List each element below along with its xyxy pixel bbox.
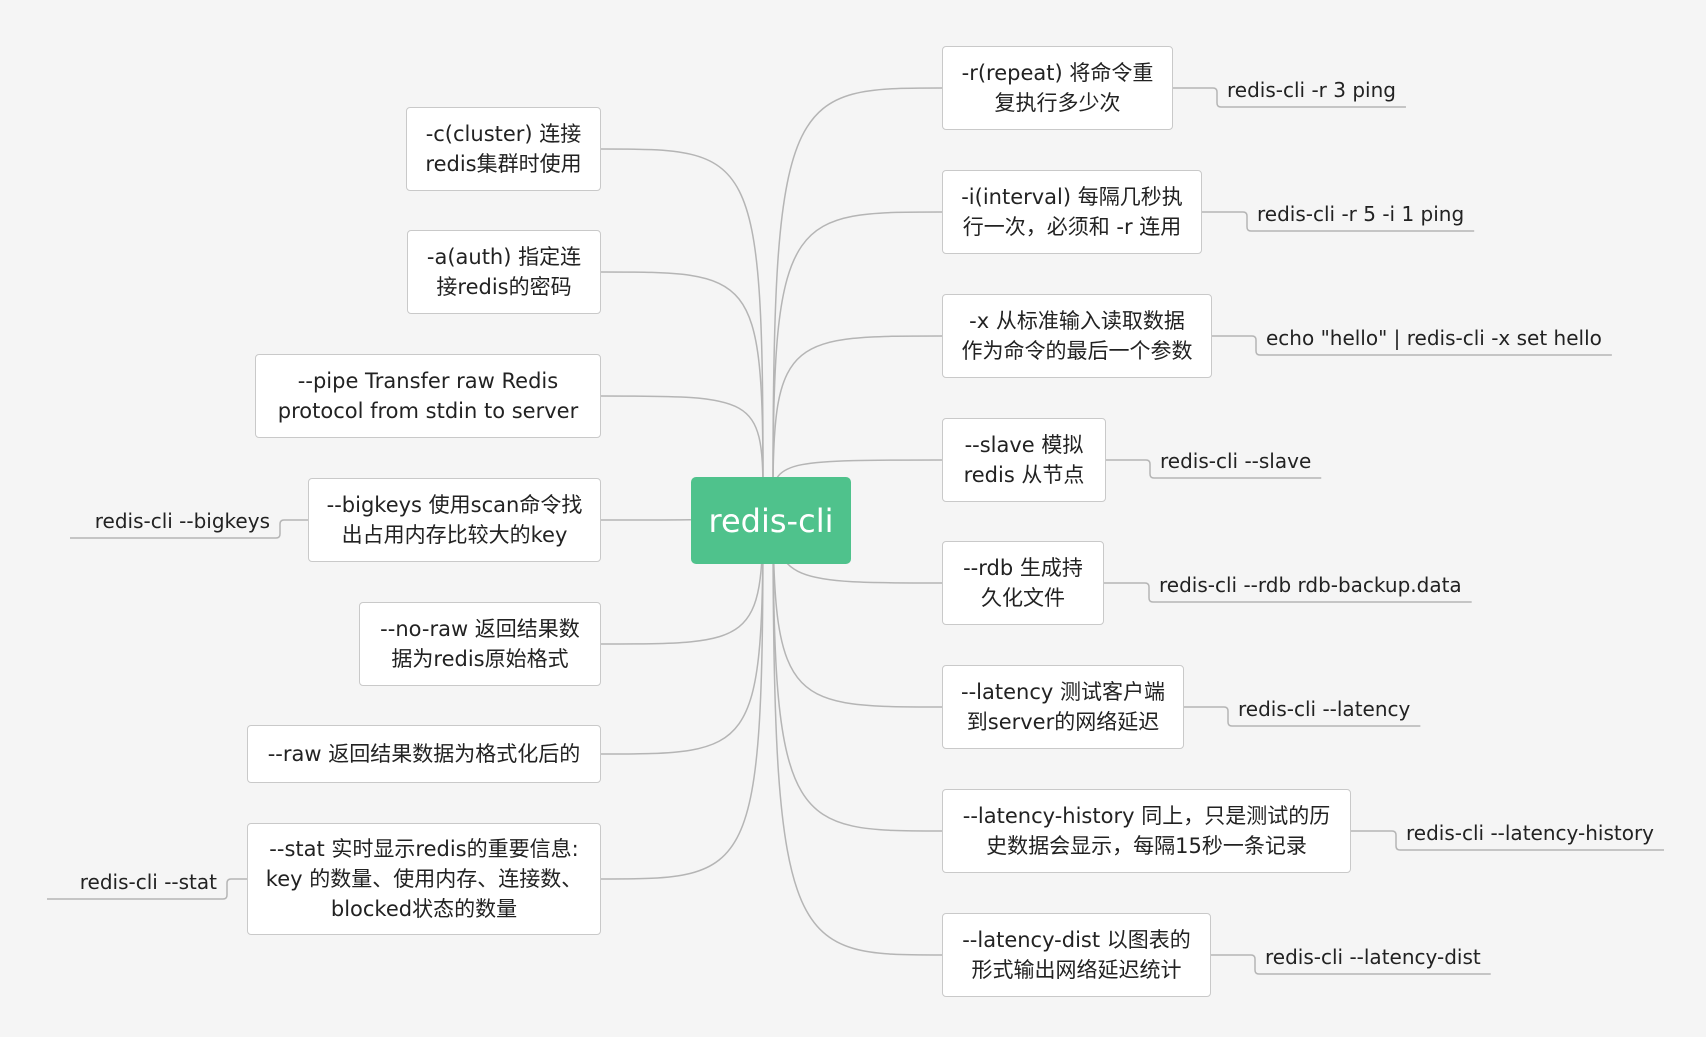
root-node-redis-cli[interactable]: redis-cli xyxy=(691,477,851,564)
example-connector xyxy=(1173,87,1406,108)
option-node-latency-dist[interactable]: --latency-dist 以图表的 形式输出网络延迟统计 xyxy=(942,913,1211,997)
example-connector xyxy=(70,519,308,539)
example-slave: redis-cli --slave xyxy=(1160,449,1312,473)
example-connector xyxy=(1106,459,1322,479)
bottom-strip xyxy=(0,1037,1706,1041)
connector-line xyxy=(600,518,764,880)
example-connector xyxy=(1351,830,1664,851)
connector-line xyxy=(600,271,764,489)
option-node-interval[interactable]: -i(interval) 每隔几秒执 行一次，必须和 -r 连用 xyxy=(942,170,1202,254)
example-connector xyxy=(1184,706,1421,727)
option-node-repeat[interactable]: -r(repeat) 将命令重 复执行多少次 xyxy=(942,46,1173,130)
option-node-x[interactable]: -x 从标准输入读取数据 作为命令的最后一个参数 xyxy=(942,294,1212,378)
example-connector xyxy=(47,878,247,900)
example-connector xyxy=(1104,582,1472,603)
example-connector xyxy=(1212,335,1612,356)
connector-line xyxy=(772,211,943,486)
option-node-rdb[interactable]: --rdb 生成持 久化文件 xyxy=(942,541,1104,625)
connector-line xyxy=(600,395,764,495)
example-connector xyxy=(1202,211,1475,232)
connector-line xyxy=(772,516,943,832)
example-interval: redis-cli -r 5 -i 1 ping xyxy=(1257,202,1465,226)
example-bigkeys: redis-cli --bigkeys xyxy=(94,509,270,533)
option-node-auth[interactable]: -a(auth) 指定连 接redis的密码 xyxy=(407,230,601,314)
example-connector xyxy=(1211,954,1491,975)
example-stat: redis-cli --stat xyxy=(79,870,217,894)
option-node-stat[interactable]: --stat 实时显示redis的重要信息: key 的数量、使用内存、连接数、… xyxy=(247,823,601,935)
connector-line xyxy=(772,522,943,956)
option-node-cluster[interactable]: -c(cluster) 连接 redis集群时使用 xyxy=(406,107,601,191)
option-node-latency[interactable]: --latency 测试客户端 到server的网络延迟 xyxy=(942,665,1184,749)
example-rdb: redis-cli --rdb rdb-backup.data xyxy=(1159,573,1462,597)
connector-line xyxy=(600,148,764,482)
example-x: echo "hello" | redis-cli -x set hello xyxy=(1266,326,1602,350)
example-latency-history: redis-cli --latency-history xyxy=(1406,821,1654,845)
example-latency-dist: redis-cli --latency-dist xyxy=(1265,945,1481,969)
option-node-pipe[interactable]: --pipe Transfer raw Redis protocol from … xyxy=(255,354,601,438)
option-node-latency-history[interactable]: --latency-history 同上，只是测试的历 史数据会显示，每隔15秒… xyxy=(942,789,1351,873)
example-repeat: redis-cli -r 3 ping xyxy=(1227,78,1396,102)
option-node-slave[interactable]: --slave 模拟 redis 从节点 xyxy=(942,418,1106,502)
example-latency: redis-cli --latency xyxy=(1238,697,1411,721)
option-node-raw[interactable]: --raw 返回结果数据为格式化后的 xyxy=(247,725,601,783)
option-node-no-raw[interactable]: --no-raw 返回结果数 据为redis原始格式 xyxy=(359,602,601,686)
connector-line xyxy=(772,87,943,479)
option-node-bigkeys[interactable]: --bigkeys 使用scan命令找 出占用内存比较大的key xyxy=(308,478,601,562)
connector-line xyxy=(772,335,943,492)
connector-line xyxy=(772,509,943,708)
